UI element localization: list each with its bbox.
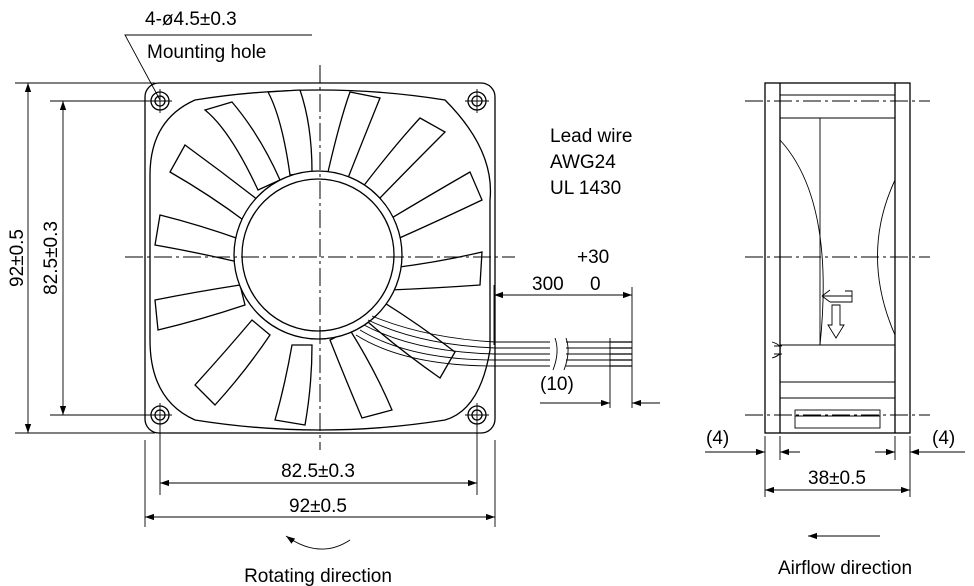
fan-blade xyxy=(389,251,483,291)
flange-right-value: (4) xyxy=(932,428,955,449)
fan-blade xyxy=(169,144,259,223)
wire-length-upper-tolerance: +30 xyxy=(577,247,609,268)
hole-centerline xyxy=(148,89,489,427)
mounting-holes xyxy=(148,89,489,427)
fan-blade xyxy=(384,171,483,241)
fan-blade xyxy=(274,344,313,426)
mounting-hole-label: Mounting hole xyxy=(147,42,266,63)
fan-blade xyxy=(154,214,243,263)
front-dimensions: 4-ø4.5±0.3 Mounting hole Lead wire AWG24… xyxy=(7,9,660,586)
rotation-arrow xyxy=(285,535,351,550)
width-holes-value: 82.5±0.3 xyxy=(281,461,355,482)
height-outer-value: 92±0.5 xyxy=(7,229,28,287)
fan-blade xyxy=(361,117,447,201)
strip-length-value: (10) xyxy=(540,374,574,395)
fan-blade xyxy=(367,299,456,379)
lead-wire-label: Lead wire xyxy=(550,126,632,147)
airflow-label: Airflow direction xyxy=(778,558,912,579)
mounting-hole-leader xyxy=(124,34,312,101)
mounting-hole-spec: 4-ø4.5±0.3 xyxy=(145,9,237,30)
fan-blade xyxy=(154,284,246,331)
venturi-outline xyxy=(149,89,492,431)
side-dimensions: (4) (4) 38±0.5 Airflow direction xyxy=(705,428,965,579)
side-view xyxy=(745,82,930,434)
wire-length-value: 300 xyxy=(532,274,564,295)
fan-blade xyxy=(329,329,393,419)
front-view xyxy=(125,65,632,450)
depth-value: 38±0.5 xyxy=(808,468,866,489)
fan-blade xyxy=(194,319,271,406)
flange-left-value: (4) xyxy=(706,428,729,449)
rotation-label: Rotating direction xyxy=(244,566,392,586)
impeller-blades xyxy=(154,89,483,426)
width-outer-value: 92±0.5 xyxy=(289,496,347,517)
lead-wire-standard: UL 1430 xyxy=(550,178,621,199)
fan-blade xyxy=(266,89,313,176)
height-holes-value: 82.5±0.3 xyxy=(41,221,62,295)
side-frame xyxy=(764,82,911,434)
fan-blade xyxy=(203,101,281,191)
fan-blade xyxy=(327,91,381,179)
hub-inner xyxy=(241,178,395,332)
lead-wire-gauge: AWG24 xyxy=(550,152,616,173)
wire-length-lower-tolerance: 0 xyxy=(590,274,601,295)
lead-wires xyxy=(355,315,632,371)
hub-outer xyxy=(233,170,403,340)
